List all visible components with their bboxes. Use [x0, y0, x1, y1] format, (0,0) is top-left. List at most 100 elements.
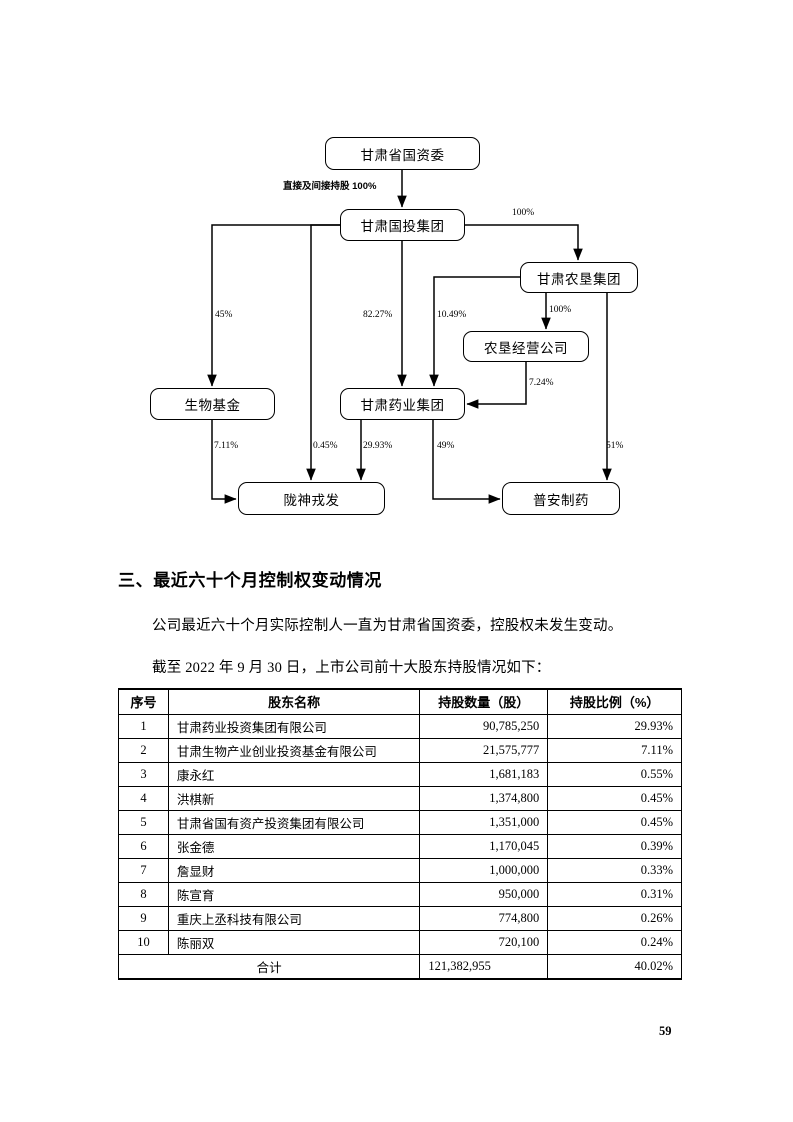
cell-name: 康永红 — [167, 761, 421, 787]
page-number: 59 — [659, 1024, 672, 1038]
cell-pct: 0.45% — [547, 785, 682, 811]
column-header-no: 序号 — [118, 688, 169, 715]
cell-name: 詹显财 — [167, 857, 421, 883]
node-label: 陇神戎发 — [283, 492, 340, 508]
node-label: 甘肃药业集团 — [360, 398, 445, 413]
edge-nongken-to-yaoye — [429, 276, 520, 387]
cell-total-qty: 121,382,955 — [419, 953, 549, 980]
edge-nkjingying-to-yaoye — [466, 362, 527, 409]
cell-qty: 774,800 — [419, 905, 549, 931]
edge-label-sasac-gtgroup: 直接及间接持股 100% — [283, 181, 377, 192]
edge-label-yaoye-longshen: 29.93% — [363, 441, 393, 451]
cell-no: 1 — [118, 713, 169, 739]
cell-qty: 950,000 — [419, 881, 549, 907]
column-header-qty: 持股数量（股） — [419, 688, 549, 715]
cell-pct: 0.39% — [547, 833, 682, 859]
cell-qty: 1,681,183 — [419, 761, 549, 787]
edge-gtgroup-to-nongken — [465, 224, 583, 261]
paragraph-table-intro: 截至 2022 年 9 月 30 日，上市公司前十大股东持股情况如下： — [152, 660, 551, 676]
top-shareholders-table: 序号 股东名称 持股数量（股） 持股比例（%） 1 甘肃药业投资集团有限公司 9… — [117, 688, 682, 980]
edge-label-nongken-nkjingying: 100% — [549, 305, 572, 315]
node-gtgroup[interactable]: 甘肃国投集团 — [340, 209, 465, 241]
cell-total-pct: 40.02% — [547, 953, 682, 980]
node-label: 农垦经营公司 — [484, 340, 568, 356]
table-row: 6 张金德 1,170,045 0.39% — [118, 833, 682, 859]
edge-label-gtgroup-biofund: 45% — [215, 310, 233, 320]
table-body: 1 甘肃药业投资集团有限公司 90,785,250 29.93% 2 甘肃生物产… — [117, 713, 682, 980]
cell-pct: 0.26% — [547, 905, 682, 931]
cell-no: 9 — [118, 905, 169, 931]
cell-total-label: 合计 — [117, 953, 421, 980]
cell-pct: 0.45% — [547, 809, 682, 835]
cell-qty: 1,374,800 — [419, 785, 549, 811]
table-row: 2 甘肃生物产业创业投资基金有限公司 21,575,777 7.11% — [118, 737, 682, 763]
edge-gtgroup-to-longshen — [306, 224, 340, 481]
node-label: 甘肃省国资委 — [360, 147, 445, 163]
node-sasac[interactable]: 甘肃省国资委 — [325, 137, 480, 170]
top-shareholders-table-wrapper: 序号 股东名称 持股数量（股） 持股比例（%） 1 甘肃药业投资集团有限公司 9… — [117, 688, 682, 980]
cell-no: 2 — [118, 737, 169, 763]
cell-qty: 720,100 — [419, 929, 549, 955]
table-total-row: 合计 121,382,955 40.02% — [117, 953, 682, 980]
node-label: 甘肃农垦集团 — [537, 271, 621, 287]
cell-name: 洪棋新 — [167, 785, 421, 811]
edge-label-nkjingying-yaoye: 7.24% — [529, 378, 554, 388]
table-row: 4 洪棋新 1,374,800 0.45% — [118, 785, 682, 811]
node-label: 甘肃国投集团 — [360, 219, 445, 234]
edge-label-gtgroup-nongken: 100% — [512, 208, 535, 218]
table-row: 1 甘肃药业投资集团有限公司 90,785,250 29.93% — [118, 713, 682, 739]
node-puan[interactable]: 普安制药 — [502, 482, 620, 515]
cell-pct: 7.11% — [547, 737, 682, 763]
table-header-row: 序号 股东名称 持股数量（股） 持股比例（%） — [118, 688, 682, 715]
table-row: 8 陈宣育 950,000 0.31% — [118, 881, 682, 907]
paragraph-control-unchanged: 公司最近六十个月实际控制人一直为甘肃省国资委，控股权未发生变动。 — [152, 618, 623, 634]
cell-no: 6 — [118, 833, 169, 859]
cell-qty: 21,575,777 — [419, 737, 549, 763]
edge-label-gtgroup-longshen: 0.45% — [313, 441, 338, 451]
node-nongken-jingying[interactable]: 农垦经营公司 — [463, 331, 589, 362]
table-row: 7 詹显财 1,000,000 0.33% — [118, 857, 682, 883]
column-header-pct: 持股比例（%） — [547, 688, 682, 715]
edge-yaoye-to-puan — [432, 420, 501, 504]
table-row: 5 甘肃省国有资产投资集团有限公司 1,351,000 0.45% — [118, 809, 682, 835]
cell-no: 7 — [118, 857, 169, 883]
cell-qty: 90,785,250 — [419, 713, 549, 739]
cell-qty: 1,000,000 — [419, 857, 549, 883]
edge-label-nongken-yaoye: 10.49% — [437, 310, 467, 320]
column-header-name: 股东名称 — [167, 688, 421, 715]
edge-gtgroup-to-biofund — [207, 224, 340, 387]
cell-no: 4 — [118, 785, 169, 811]
cell-name: 甘肃省国有资产投资集团有限公司 — [167, 809, 421, 835]
cell-no: 8 — [118, 881, 169, 907]
ownership-structure-diagram: 甘肃省国资委 甘肃国投集团 甘肃农垦集团 农垦经营公司 生物基金 甘肃药业集团 … — [0, 0, 793, 545]
cell-pct: 0.55% — [547, 761, 682, 787]
table-row: 3 康永红 1,681,183 0.55% — [118, 761, 682, 787]
edge-label-gtgroup-yaoye: 82.27% — [363, 310, 393, 320]
cell-name: 张金德 — [167, 833, 421, 859]
node-longshen[interactable]: 陇神戎发 — [238, 482, 385, 515]
cell-name: 甘肃生物产业创业投资基金有限公司 — [167, 737, 421, 763]
cell-pct: 0.33% — [547, 857, 682, 883]
cell-pct: 0.31% — [547, 881, 682, 907]
node-nongken[interactable]: 甘肃农垦集团 — [520, 262, 638, 293]
diagram-connectors — [207, 170, 612, 504]
cell-no: 3 — [118, 761, 169, 787]
section-heading: 三、最近六十个月控制权变动情况 — [118, 571, 382, 590]
edge-biofund-to-longshen — [211, 420, 237, 504]
cell-pct: 29.93% — [547, 713, 682, 739]
node-label: 普安制药 — [533, 492, 589, 508]
edge-label-nongken-puan: 51% — [606, 441, 624, 451]
node-yaoye[interactable]: 甘肃药业集团 — [340, 388, 465, 420]
node-biofund[interactable]: 生物基金 — [150, 388, 275, 420]
cell-qty: 1,170,045 — [419, 833, 549, 859]
cell-name: 重庆上丞科技有限公司 — [167, 905, 421, 931]
cell-name: 甘肃药业投资集团有限公司 — [167, 713, 421, 739]
cell-name: 陈宣育 — [167, 881, 421, 907]
edge-label-yaoye-puan: 49% — [437, 441, 455, 451]
cell-qty: 1,351,000 — [419, 809, 549, 835]
cell-pct: 0.24% — [547, 929, 682, 955]
edge-label-biofund-longshen: 7.11% — [214, 441, 239, 451]
table-row: 9 重庆上丞科技有限公司 774,800 0.26% — [118, 905, 682, 931]
cell-name: 陈丽双 — [167, 929, 421, 955]
